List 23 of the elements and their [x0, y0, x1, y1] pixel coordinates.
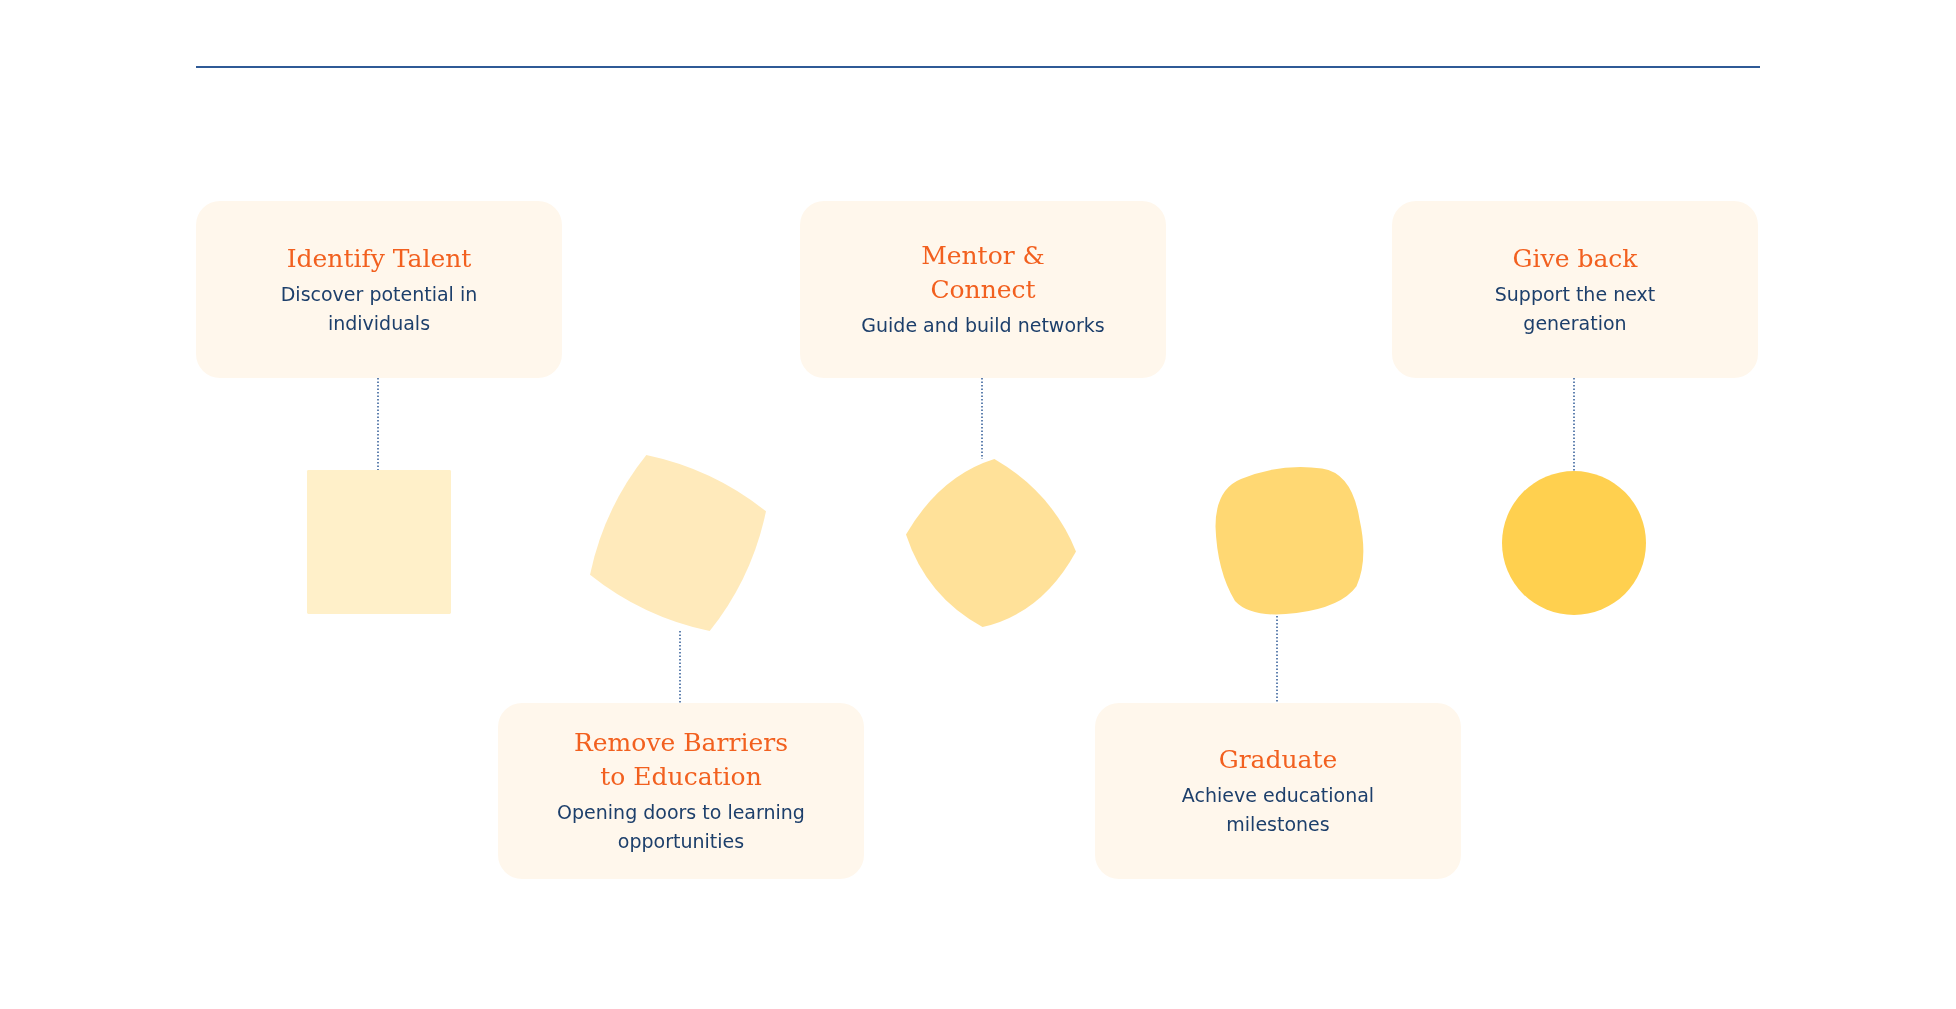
card-title: Identify Talent	[286, 242, 472, 275]
rounded-diamond-shape	[906, 459, 1076, 627]
card	[1392, 201, 1758, 378]
card-description: Discover potential in individuals	[279, 281, 479, 336]
card-title: Mentor & Connect	[920, 240, 1046, 306]
card	[1095, 703, 1461, 879]
square-shape	[307, 470, 451, 614]
card	[196, 201, 562, 378]
connector-line	[1573, 377, 1575, 472]
card-description: Opening doors to learning opportunities	[556, 800, 806, 854]
connector-line	[377, 377, 379, 471]
card-description: Support the next generation	[1493, 281, 1657, 336]
card-title: Give back	[1512, 242, 1638, 275]
circle-shape	[1502, 471, 1646, 615]
card-title: Graduate	[1218, 744, 1338, 776]
connector-line	[981, 377, 983, 460]
card-description: Achieve educational milestones	[1180, 783, 1376, 837]
connector-line	[1276, 615, 1278, 704]
card	[800, 201, 1166, 378]
card-description: Guide and build networks	[861, 313, 1105, 338]
card-title: Remove Barriers to Education	[573, 727, 789, 793]
connector-line	[679, 630, 681, 704]
card	[498, 703, 864, 879]
